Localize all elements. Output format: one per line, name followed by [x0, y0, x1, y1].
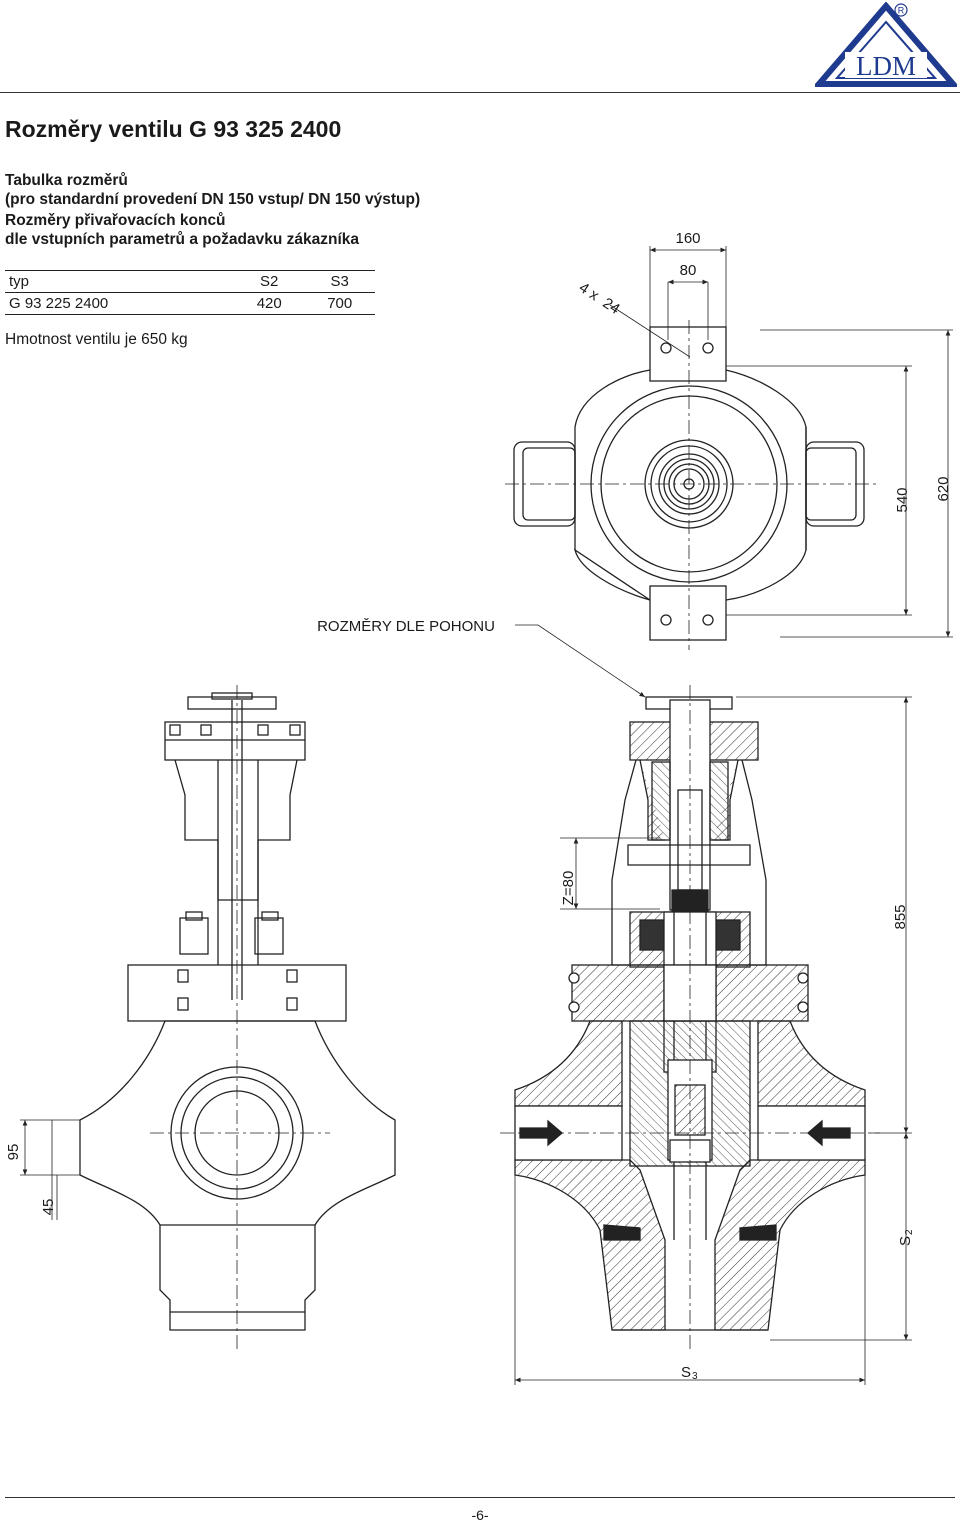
table-header-row: typ S2 S3	[5, 270, 375, 293]
svg-text:S: S	[897, 1236, 914, 1246]
weight-note: Hmotnost ventilu je 650 kg	[5, 331, 188, 348]
top-view	[505, 246, 953, 650]
dim-855-label: 855	[892, 904, 909, 929]
page-title: Rozměry ventilu G 93 325 2400	[5, 116, 342, 142]
dim-540-label: 540	[894, 487, 911, 512]
dim-s2-label: S 2	[897, 1229, 915, 1246]
dim-45-label: 45	[40, 1199, 57, 1216]
table-row: G 93 225 2400 420 700	[5, 292, 375, 315]
cell-s3: 700	[304, 292, 375, 315]
logo-text: LDM	[856, 51, 916, 81]
cell-type: G 93 225 2400	[5, 292, 234, 315]
ldm-logo: LDM R	[815, 2, 957, 87]
footer-divider	[5, 1497, 955, 1498]
header-cell-typ: typ	[5, 270, 234, 293]
page-number: -6-	[471, 1507, 489, 1523]
registered-mark-icon: R	[898, 6, 905, 16]
dim-s3-label: S3	[681, 1364, 698, 1382]
header-cell-s2: S2	[233, 270, 305, 293]
side-view	[20, 685, 396, 1350]
dim-z-label: Z=80	[560, 871, 577, 906]
section-view	[500, 624, 912, 1385]
dimension-table: typ S2 S3 G 93 225 2400 420 700	[5, 270, 375, 315]
info-weld-ends: Rozměry přivařovacích konců	[5, 212, 226, 229]
info-standard-design: (pro standardní provedení DN 150 vstup/ …	[5, 191, 421, 208]
header-cell-s3: S3	[304, 270, 375, 293]
cell-s2: 420	[233, 292, 305, 315]
info-table-heading: Tabulka rozměrů	[5, 172, 128, 189]
dim-holes-label: 4 x 24	[576, 279, 623, 318]
dim-160-label: 160	[675, 230, 700, 247]
svg-text:2: 2	[904, 1229, 915, 1235]
dim-80-label: 80	[680, 262, 697, 279]
dim-620-label: 620	[935, 476, 952, 501]
actuator-dimensions-note: ROZMĚRY DLE POHONU	[317, 618, 495, 635]
info-customer-params: dle vstupních parametrů a požadavku záka…	[5, 231, 360, 248]
dim-95-label: 95	[5, 1144, 22, 1161]
header-divider	[0, 92, 960, 93]
